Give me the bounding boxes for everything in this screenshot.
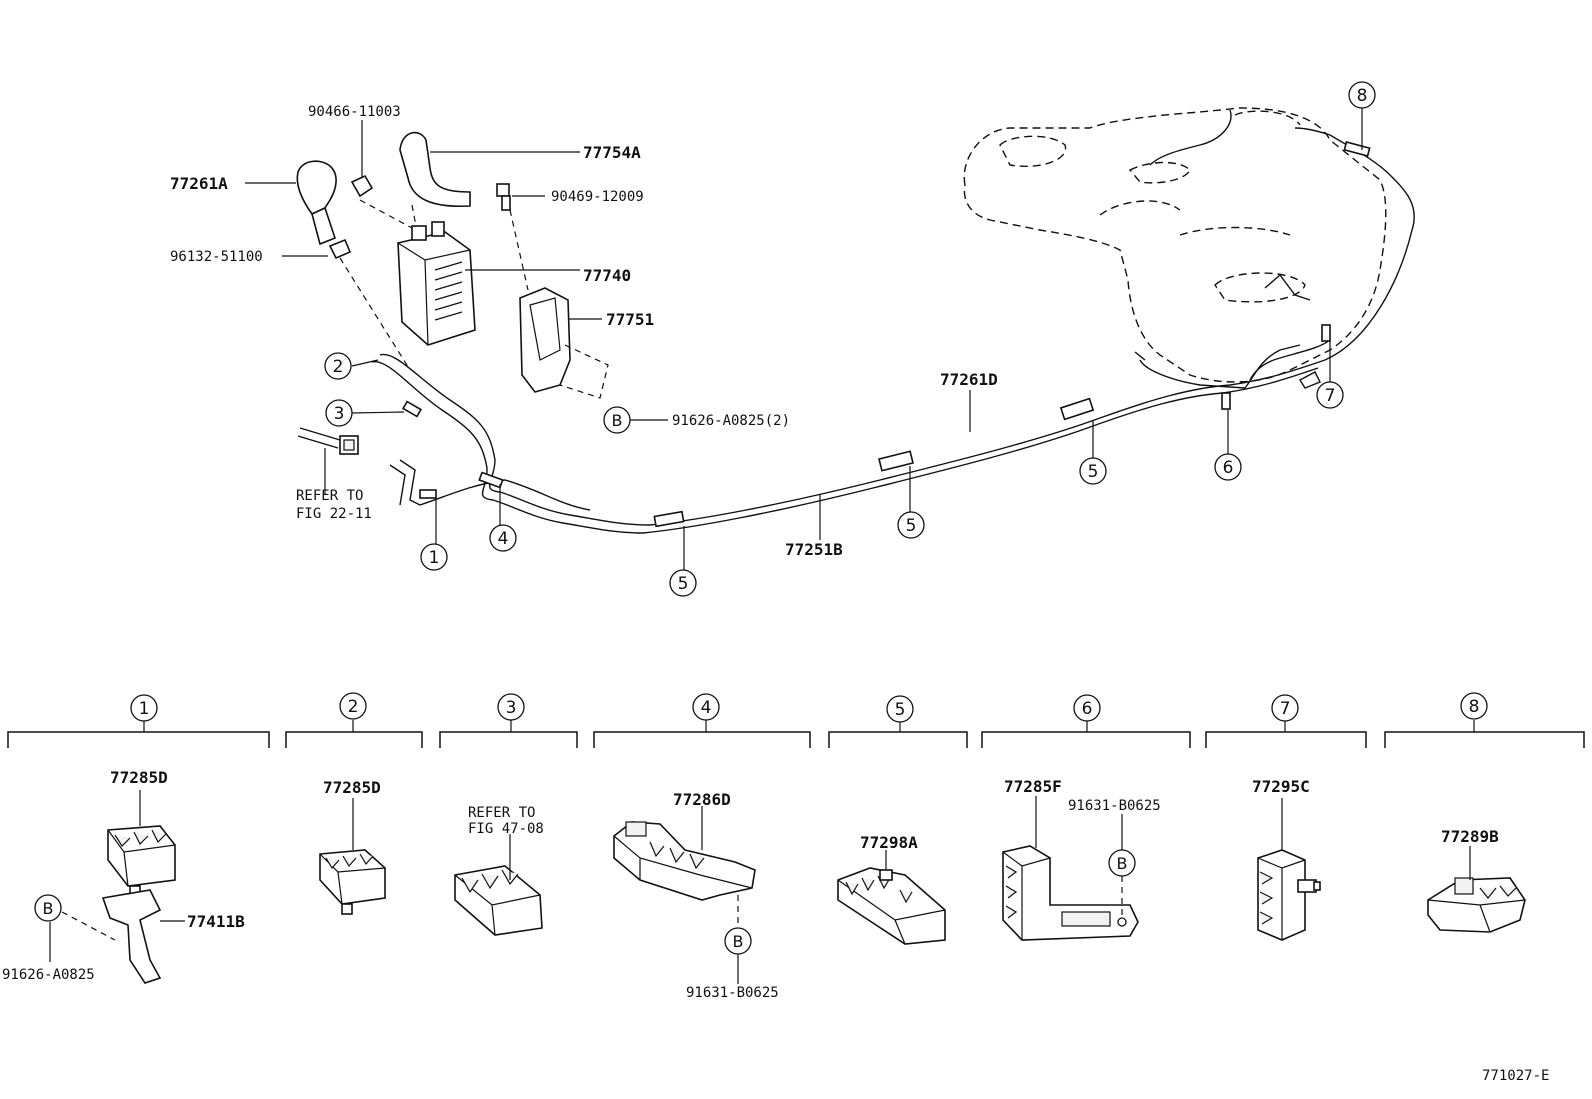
detail-3-header: 3 (497, 693, 525, 721)
callout-b-detail-1: B (34, 894, 62, 922)
svg-text:8: 8 (1469, 697, 1480, 717)
bracket-77411B (101, 889, 162, 984)
svg-text:5: 5 (678, 574, 689, 594)
clamp-77289B (1427, 877, 1526, 933)
callout-b-upper: B (603, 406, 631, 434)
label-77285D-2: 77285D (323, 778, 381, 797)
callout-5-b: 5 (897, 511, 925, 539)
label-96132-51100: 96132-51100 (170, 249, 263, 265)
label-91631-B0625-4: 91631-B0625 (686, 985, 779, 1001)
svg-text:4: 4 (701, 698, 712, 718)
label-77411B: 77411B (187, 912, 245, 931)
svg-text:5: 5 (1088, 462, 1099, 482)
clamp-77298A (837, 867, 946, 945)
callout-5-c: 5 (1079, 457, 1107, 485)
svg-text:6: 6 (1082, 699, 1093, 719)
callout-4: 4 (489, 524, 517, 552)
pipe-connector (297, 427, 359, 455)
svg-text:7: 7 (1280, 699, 1291, 719)
clamp-77285D-detail-1 (107, 825, 176, 897)
canister-77740 (397, 221, 476, 346)
label-77295C: 77295C (1252, 777, 1310, 796)
svg-text:B: B (733, 932, 744, 951)
dash-b-detail-1 (61, 911, 116, 941)
clip-96132 (328, 238, 352, 260)
label-77285F: 77285F (1004, 777, 1062, 796)
svg-text:5: 5 (906, 516, 917, 536)
clamp-77295C (1257, 849, 1321, 941)
svg-text:7: 7 (1325, 386, 1336, 406)
svg-text:B: B (1117, 854, 1128, 873)
svg-text:2: 2 (333, 357, 344, 377)
callout-1: 1 (420, 543, 448, 571)
valve-90469 (496, 183, 511, 211)
clamp-77285D-detail-2 (319, 849, 386, 915)
callout-7: 7 (1316, 381, 1344, 409)
callout-6: 6 (1214, 453, 1242, 481)
clamp-detail-3 (454, 865, 543, 936)
callout-5-a: 5 (669, 569, 697, 597)
label-90469-12009: 90469-12009 (551, 189, 644, 205)
detail-6-header: 6 (1073, 694, 1101, 722)
svg-text:4: 4 (498, 529, 509, 549)
label-77251B: 77251B (785, 540, 843, 559)
label-77298A: 77298A (860, 833, 918, 852)
label-77740: 77740 (583, 266, 631, 285)
svg-text:B: B (612, 411, 623, 430)
hose-77261A (296, 160, 337, 246)
label-77261D: 77261D (940, 370, 998, 389)
svg-text:1: 1 (429, 548, 440, 568)
detail-brackets (7, 720, 1585, 748)
callout-2: 2 (324, 352, 352, 380)
label-90466-11003: 90466-11003 (308, 104, 401, 120)
bracket-77751 (519, 287, 609, 399)
clip-90466 (350, 174, 374, 198)
callout-8: 8 (1348, 81, 1376, 109)
detail-1-header: 1 (130, 694, 158, 722)
label-77261A: 77261A (170, 174, 228, 193)
svg-text:1: 1 (139, 699, 150, 719)
svg-text:2: 2 (348, 697, 359, 717)
bracket-77285F (1002, 845, 1139, 941)
label-91631-B0625-6: 91631-B0625 (1068, 798, 1161, 814)
label-77289B: 77289B (1441, 827, 1499, 846)
callout-3: 3 (325, 399, 353, 427)
fuel-tank (963, 107, 1387, 383)
line-clamps (401, 141, 1371, 528)
detail-7-header: 7 (1271, 694, 1299, 722)
diagram-code: 771027-E (1482, 1068, 1549, 1084)
svg-text:3: 3 (506, 698, 517, 718)
refer-fig-22-11-line1: REFER TO (296, 488, 363, 504)
detail-2-header: 2 (339, 692, 367, 720)
label-77754A: 77754A (583, 143, 641, 162)
label-91626-A0825-2: 91626-A0825(2) (672, 413, 790, 429)
label-77286D: 77286D (673, 790, 731, 809)
label-91626-A0825: 91626-A0825 (2, 967, 95, 983)
hose-77754A (399, 131, 471, 208)
refer-fig-22-11-line2: FIG 22-11 (296, 506, 372, 522)
label-77751: 77751 (606, 310, 654, 329)
detail-5-header: 5 (886, 695, 914, 723)
svg-text:B: B (43, 899, 54, 918)
svg-text:8: 8 (1357, 86, 1368, 106)
svg-text:3: 3 (334, 404, 345, 424)
detail-4-header: 4 (692, 693, 720, 721)
callout-b-detail-4: B (724, 927, 752, 955)
detail-8-header: 8 (1460, 692, 1488, 720)
label-leaders (245, 108, 1363, 570)
assembly-dashed-lines (339, 199, 529, 371)
callout-b-detail-6: B (1108, 849, 1136, 877)
svg-text:5: 5 (895, 700, 906, 720)
clamp-77286D (613, 821, 756, 901)
label-77285D-1: 77285D (110, 768, 168, 787)
svg-text:6: 6 (1223, 458, 1234, 478)
refer-fig-47-08-line2: FIG 47-08 (468, 821, 544, 837)
refer-fig-47-08-line1: REFER TO (468, 805, 535, 821)
